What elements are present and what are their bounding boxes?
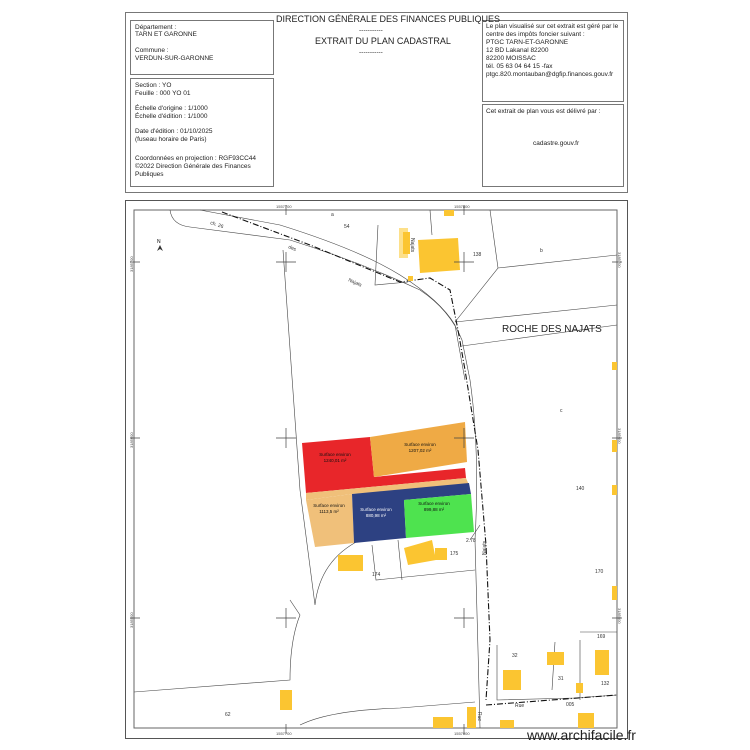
map-inner-border <box>133 209 618 729</box>
svg-text:3185500: 3185500 <box>129 612 134 628</box>
svg-text:1113,5 m²: 1113,5 m² <box>319 509 339 514</box>
svg-text:Rue: Rue <box>476 712 482 721</box>
centre-box <box>482 20 624 102</box>
separator: ----------- <box>359 49 383 56</box>
copyright: Publiques <box>135 171 164 178</box>
commune-boundary <box>221 211 618 706</box>
location-box <box>130 20 274 75</box>
buildings <box>280 210 617 728</box>
svg-text:62: 62 <box>225 712 231 718</box>
parcel-numbers: 54 138 b c 140 170 169 32 31 132 62 174 … <box>209 212 609 721</box>
grid-crosses <box>130 205 622 734</box>
svg-text:Surface environ: Surface environ <box>360 507 392 512</box>
zones <box>302 422 474 547</box>
svg-text:Surface environ: Surface environ <box>404 442 436 447</box>
echelle-origine: Échelle d'origine : 1/1000 <box>135 105 208 112</box>
svg-text:1557700: 1557700 <box>276 204 292 209</box>
departement: TARN ET GARONNE <box>135 31 197 38</box>
zone-orange <box>370 422 467 477</box>
svg-text:3185700: 3185700 <box>617 252 622 268</box>
centre-line: tél. 05 63 04 64 15 -fax <box>486 63 553 70</box>
svg-text:1557800: 1557800 <box>454 731 470 736</box>
doc-subtitle: EXTRAIT DU PLAN CADASTRAL <box>315 36 451 46</box>
svg-text:3185600: 3185600 <box>617 428 622 444</box>
svg-text:32: 32 <box>512 653 518 659</box>
section: Section : YO <box>135 82 172 89</box>
commune-label: Commune : <box>135 47 169 54</box>
centre-line: centre des impôts foncier suivant : <box>486 31 585 38</box>
north-label: N <box>157 239 161 245</box>
departement-label: Département : <box>135 24 177 31</box>
svg-text:005: 005 <box>566 702 575 708</box>
svg-text:des: des <box>287 244 297 253</box>
svg-text:Rue: Rue <box>515 703 524 709</box>
svg-text:1557700: 1557700 <box>276 731 292 736</box>
svg-text:Najats: Najats <box>347 277 363 288</box>
svg-text:3185700: 3185700 <box>129 256 134 272</box>
svg-text:140: 140 <box>576 486 585 492</box>
delivery-site: cadastre.gouv.fr <box>533 140 580 147</box>
svg-text:899,88 m²: 899,88 m² <box>424 507 445 512</box>
zone-green <box>404 494 474 538</box>
svg-text:1240,01 m²: 1240,01 m² <box>324 458 347 463</box>
svg-text:1207,02 m²: 1207,02 m² <box>409 448 432 453</box>
svg-text:Najats: Najats <box>482 540 488 555</box>
delivery-label: Cet extrait de plan vous est délivré par… <box>486 108 601 115</box>
info-box <box>130 78 274 187</box>
commune: VERDUN-SUR-GARONNE <box>135 55 214 62</box>
copyright: ©2022 Direction Générale des Finances <box>135 163 251 170</box>
svg-text:2.78: 2.78 <box>466 538 476 544</box>
svg-text:c: c <box>560 408 563 414</box>
svg-text:170: 170 <box>595 569 604 575</box>
zone-orange-band <box>306 478 469 500</box>
zone-tan <box>306 494 354 547</box>
svg-text:ch. 26: ch. 26 <box>209 220 224 230</box>
svg-text:31: 31 <box>558 676 564 682</box>
centre-line: PTGC TARN-ET-GARONNE <box>486 39 569 46</box>
svg-text:b: b <box>540 248 543 254</box>
svg-text:Surface environ: Surface environ <box>319 452 351 457</box>
svg-text:175: 175 <box>450 551 459 557</box>
svg-text:54: 54 <box>344 224 350 230</box>
svg-text:174: 174 <box>372 572 381 578</box>
separator: ----------- <box>359 27 383 34</box>
svg-text:1557800: 1557800 <box>454 204 470 209</box>
zone-blue <box>352 483 471 543</box>
svg-text:132: 132 <box>601 681 610 687</box>
zone-red <box>302 437 466 493</box>
centre-email: ptgc.820.montauban@dgfip.finances.gouv.f… <box>486 71 614 78</box>
parcel-lines <box>133 209 618 729</box>
centre-line: 12 BD Lakanal 82200 <box>486 47 549 54</box>
svg-text:a: a <box>331 212 334 218</box>
fuseau: (fuseau horaire de Paris) <box>135 136 207 143</box>
north-arrow-icon <box>157 245 163 251</box>
svg-text:Surface environ: Surface environ <box>313 503 345 508</box>
centre-line: Le plan visualisé sur cet extrait est gé… <box>486 23 619 30</box>
zone-labels: Surface environ 1240,01 m² Surface envir… <box>313 442 450 518</box>
delivery-box <box>482 104 624 187</box>
feuille: Feuille : 000 YO 01 <box>135 90 191 97</box>
centre-line: 82200 MOISSAC <box>486 55 536 62</box>
svg-text:Surface environ: Surface environ <box>418 501 450 506</box>
svg-text:3185600: 3185600 <box>129 432 134 448</box>
svg-text:Najats: Najats <box>409 238 415 253</box>
svg-text:3185500: 3185500 <box>617 608 622 624</box>
doc-title: DIRECTION GÉNÉRALE DES FINANCES PUBLIQUE… <box>276 14 501 24</box>
date-edition: Date d'édition : 01/10/2025 <box>135 128 213 135</box>
coordinate-labels: 1557700 1557800 1557700 1557800 3185700 … <box>129 204 622 736</box>
svg-text:880,98 m²: 880,98 m² <box>366 513 387 518</box>
svg-text:138: 138 <box>473 252 482 258</box>
svg-text:169: 169 <box>597 634 606 640</box>
watermark: www.archifacile.fr <box>527 727 636 743</box>
place-name: ROCHE DES NAJATS <box>502 324 602 335</box>
echelle-edition: Échelle d'édition : 1/1000 <box>135 113 208 120</box>
coords: Coordonnées en projection : RGF93CC44 <box>135 155 257 162</box>
